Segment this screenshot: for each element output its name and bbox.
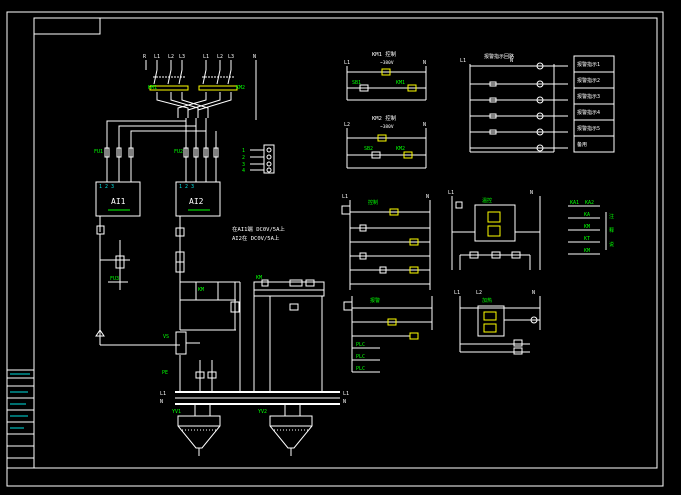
svg-text:L1: L1	[454, 290, 460, 296]
km2-panel-title: KM2 控制	[372, 114, 397, 122]
svg-text:加热: 加热	[482, 297, 492, 304]
svg-text:KA1: KA1	[570, 200, 579, 206]
svg-text:PE: PE	[162, 370, 168, 376]
title-block	[6, 369, 35, 469]
svg-text:温控: 温控	[482, 197, 492, 204]
alarm-legend-3: 报警指示3	[577, 93, 600, 100]
svg-text:N: N	[426, 194, 429, 200]
temperature-control-panel: L1 N 温控	[448, 190, 541, 270]
alarm-legend-4: 报警指示4	[577, 109, 600, 116]
svg-text:SB2: SB2	[364, 146, 373, 152]
km2-ac-note: ~380V	[380, 124, 394, 130]
svg-text:L3: L3	[179, 54, 185, 60]
svg-text:N: N	[532, 290, 535, 296]
breaker-qf2-symbol	[198, 69, 238, 91]
km1-panel-title: KM1 控制	[372, 50, 397, 58]
svg-text:N: N	[253, 54, 256, 60]
svg-text:N: N	[423, 122, 426, 128]
svg-text:L2: L2	[168, 54, 174, 60]
svg-text:KA2: KA2	[585, 200, 594, 206]
svg-text:PLC: PLC	[356, 366, 365, 372]
svg-text:SB1: SB1	[352, 80, 361, 86]
svg-text:3: 3	[242, 162, 245, 168]
svg-text:L2: L2	[344, 122, 350, 128]
ai-note-line1: 在AI1端 DC0V/5A上	[232, 225, 285, 233]
svg-text:KM: KM	[584, 224, 590, 230]
svg-text:L1: L1	[448, 190, 454, 196]
breaker-qf1-symbol	[149, 69, 189, 91]
ai1-block: 1 2 3 AI1	[95, 181, 141, 217]
svg-text:N: N	[343, 399, 346, 405]
svg-text:R: R	[143, 54, 147, 60]
svg-text:L2: L2	[476, 290, 482, 296]
km1-control-panel: KM1 控制 ~380V L1 N SB1 KM1	[344, 50, 427, 101]
hopper-1: YV1	[172, 404, 221, 456]
alarm-panel-title: 报警指示回路	[484, 53, 514, 60]
svg-text:N: N	[423, 60, 426, 66]
svg-text:L3: L3	[228, 54, 234, 60]
svg-text:KM: KM	[198, 287, 204, 293]
km1-ac-note: ~380V	[380, 60, 394, 66]
alarm-indicator-panel: 报警指示回路 L1 N	[460, 53, 568, 153]
svg-text:KM: KM	[256, 275, 262, 281]
svg-text:KM: KM	[584, 248, 590, 254]
svg-text:FU1: FU1	[94, 149, 103, 155]
ai-note-line2: AI2在 DC0V/5A上	[232, 234, 280, 242]
svg-text:报警: 报警	[370, 297, 380, 304]
second-feeder-circuit: KM	[239, 275, 325, 392]
ai2-label: AI2	[189, 197, 204, 206]
svg-text:KM2: KM2	[396, 146, 405, 152]
ladder-panel-1: L1 N 控制	[341, 194, 431, 290]
ai1-label: AI1	[111, 197, 126, 206]
svg-text:L1: L1	[160, 391, 166, 397]
svg-text:YV1: YV1	[172, 409, 181, 415]
svg-text:L1: L1	[344, 60, 350, 66]
alarm-legend-6: 备用	[577, 141, 587, 148]
svg-text:KT: KT	[584, 236, 590, 242]
svg-text:4: 4	[242, 168, 245, 174]
bus-bars: L1 N L1 N	[160, 391, 349, 405]
svg-text:L1: L1	[343, 391, 349, 397]
ladder-panel-2: 报警 PLC PLC PLC	[343, 296, 433, 373]
svg-text:KA: KA	[584, 212, 590, 218]
svg-text:FU3: FU3	[110, 276, 119, 282]
svg-text:1 2 3: 1 2 3	[179, 184, 194, 190]
svg-text:L1: L1	[342, 194, 348, 200]
svg-text:KM1: KM1	[148, 85, 157, 91]
svg-text:1: 1	[242, 148, 245, 154]
alarm-legend-2: 报警指示2	[577, 77, 600, 84]
svg-text:N: N	[160, 399, 163, 405]
svg-text:FU2: FU2	[174, 149, 183, 155]
svg-text:L1: L1	[460, 58, 466, 64]
svg-text:注: 注	[609, 213, 614, 220]
relay-legend: KA1 KA2 KA KM KT KM 注 释 说	[568, 200, 614, 255]
svg-text:说: 说	[609, 241, 614, 248]
svg-text:PLC: PLC	[356, 354, 365, 360]
svg-text:L2: L2	[217, 54, 223, 60]
svg-text:KM2: KM2	[236, 85, 245, 91]
svg-text:L1: L1	[203, 54, 209, 60]
svg-text:KM1: KM1	[396, 80, 405, 86]
drawing-frame	[6, 11, 664, 487]
heater-control-panel: L1 L2 N 加热	[454, 290, 541, 355]
svg-text:N: N	[510, 58, 513, 64]
svg-text:PLC: PLC	[356, 342, 365, 348]
main-power-circuit: R L1 L2 L3 L1 L2 L3 N KM1 KM2	[94, 54, 285, 392]
svg-text:VS: VS	[163, 334, 169, 340]
svg-text:2: 2	[242, 155, 245, 161]
svg-text:1 2 3: 1 2 3	[99, 184, 114, 190]
terminal-block: 1 2 3 4	[242, 144, 275, 174]
svg-text:N: N	[530, 190, 533, 196]
ai2-block: 1 2 3 AI2	[175, 181, 221, 217]
svg-text:释: 释	[609, 227, 614, 234]
hopper-2: YV2	[258, 404, 313, 456]
alarm-legend-1: 报警指示1	[577, 61, 600, 68]
svg-text:控制: 控制	[368, 199, 378, 206]
svg-text:L1: L1	[154, 54, 160, 60]
svg-text:YV2: YV2	[258, 409, 267, 415]
km2-control-panel: KM2 控制 ~380V L2 N SB2 KM2	[344, 114, 427, 169]
alarm-legend-5: 报警指示5	[577, 125, 600, 132]
alarm-legend-table: 报警指示1 报警指示2 报警指示3 报警指示4 报警指示5 备用	[573, 55, 615, 153]
